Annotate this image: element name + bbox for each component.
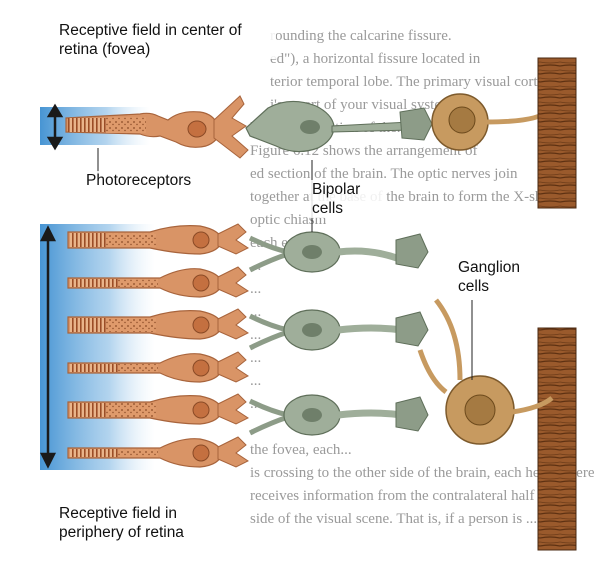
bipolar-terminal	[395, 311, 429, 347]
photoreceptor-terminal	[217, 308, 249, 340]
background-text-line: side of the visual scene. That is, if a …	[250, 511, 570, 527]
photoreceptor-outer-segment	[68, 118, 106, 132]
background-text-line: the fovea, each...	[250, 442, 352, 458]
bipolar-axon	[337, 247, 404, 264]
photoreceptor-terminal	[217, 266, 249, 298]
ganglion-cells-label: Ganglion cells	[456, 258, 534, 296]
photoreceptor	[67, 351, 249, 383]
periphery-receptive-field-label: Receptive field in periphery of retina	[57, 504, 221, 542]
photoreceptor-inner-segment	[106, 403, 156, 417]
bipolar-cells-label: Bipolar cells	[310, 180, 384, 218]
photoreceptor	[67, 308, 249, 340]
photoreceptor-nucleus	[192, 359, 210, 377]
periphery-receptive-field-gradient	[40, 224, 155, 470]
background-text-line: receives information from the contralate…	[250, 488, 573, 504]
background-text-line: ...	[250, 327, 261, 343]
bipolar-terminal	[395, 233, 429, 269]
photoreceptor-inner-segment	[106, 318, 156, 332]
photoreceptor-nucleus	[192, 401, 210, 419]
photoreceptors-label: Photoreceptors	[84, 171, 194, 190]
photoreceptor	[67, 223, 249, 255]
photoreceptor-nucleus	[187, 120, 207, 138]
bipolar-cell	[248, 394, 429, 436]
bipolar-axon	[337, 409, 403, 419]
bipolar-nucleus	[302, 323, 322, 337]
photoreceptor-inner-segment	[106, 233, 156, 247]
ganglion-nucleus	[448, 106, 476, 134]
background-text-line: rounding the calcarine fissure.	[270, 28, 452, 44]
photoreceptor-inner-segment	[118, 279, 158, 287]
nerve-fiber-bundle-icon	[537, 57, 577, 209]
bipolar-terminal	[399, 107, 433, 141]
photoreceptor-outer-segment	[70, 279, 118, 287]
photoreceptor	[67, 436, 249, 468]
photoreceptor-nucleus	[192, 231, 210, 249]
photoreceptor-terminal	[217, 393, 249, 425]
photoreceptor-outer-segment	[70, 364, 118, 372]
bipolar-terminal	[395, 396, 429, 432]
background-text-line: ...	[250, 350, 261, 366]
arrow-up-down-icon	[46, 103, 64, 151]
photoreceptor-inner-segment	[118, 364, 158, 372]
periphery-pathway	[67, 223, 429, 468]
bipolar-axon	[337, 324, 403, 334]
background-text-line: is crossing to the other side of the bra…	[250, 465, 595, 481]
background-text-line: ed section of the brain. The optic nerve…	[250, 166, 518, 182]
background-text-line: ...	[250, 281, 261, 297]
bipolar-nucleus	[300, 120, 320, 134]
background-text-line: ...	[250, 373, 261, 389]
periphery-ganglion-cell	[417, 298, 554, 445]
arrow-up-down-icon	[39, 225, 57, 469]
photoreceptor	[67, 266, 249, 298]
photoreceptor-inner-segment	[106, 117, 146, 133]
photoreceptor-terminal	[217, 436, 249, 468]
photoreceptor	[67, 393, 249, 425]
photoreceptor-outer-segment	[70, 403, 106, 417]
background-text-line: ...	[250, 419, 261, 435]
photoreceptor-outer-segment	[70, 318, 106, 332]
background-text-line: optic chiasm	[250, 212, 327, 228]
fovea-receptive-field-label: Receptive field in center of retina (fov…	[57, 21, 276, 59]
photoreceptor-nucleus	[192, 274, 210, 292]
photoreceptor-terminal	[213, 95, 249, 159]
bipolar-cell	[248, 231, 429, 273]
bipolar-nucleus	[302, 245, 322, 259]
photoreceptor-nucleus	[192, 316, 210, 334]
nerve-fiber-bundle-icon	[537, 327, 577, 551]
fovea-pathway	[65, 93, 558, 159]
photoreceptor-inner-segment	[118, 449, 158, 457]
background-text-line: ed"), a horizontal fissure located in	[270, 51, 481, 67]
photoreceptor-outer-segment	[70, 449, 118, 457]
background-text-line: together at the base of the brain to for…	[250, 189, 571, 205]
bipolar-cell	[248, 309, 429, 351]
background-text-line: ...	[250, 304, 261, 320]
photoreceptor-terminal	[217, 223, 249, 255]
photoreceptor-nucleus	[192, 444, 210, 462]
photoreceptor-terminal	[217, 351, 249, 383]
background-text-line: terior temporal lobe. The primary visual…	[270, 74, 552, 90]
photoreceptor-outer-segment	[70, 233, 106, 247]
bipolar-nucleus	[302, 408, 322, 422]
